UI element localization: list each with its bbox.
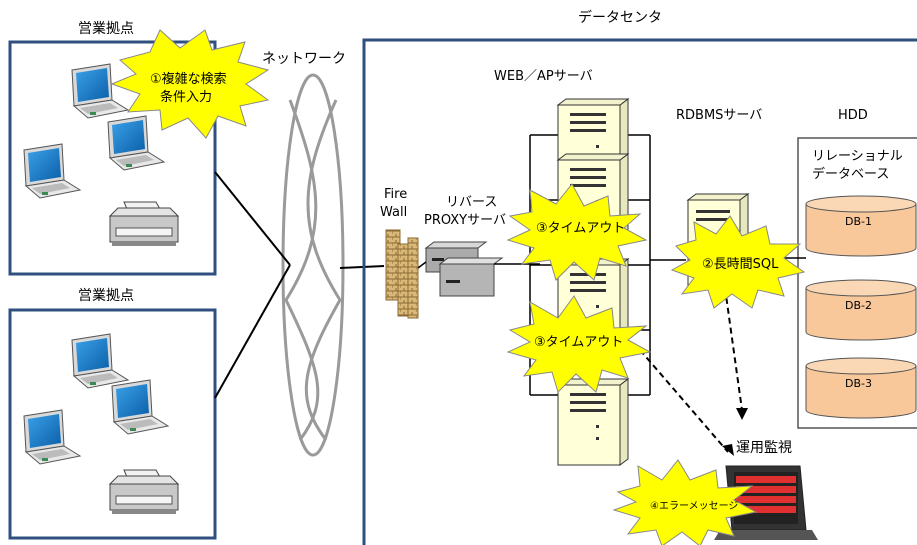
alert-arrows <box>640 288 742 452</box>
network-label: ネットワーク <box>262 51 346 67</box>
printer-icon <box>110 470 178 514</box>
callout-1-text-1: ①複雑な検索 <box>150 71 227 87</box>
arrow-head-icon <box>736 408 748 420</box>
web-ap-label: WEB／APサーバ <box>494 69 593 84</box>
branch-top-label: 営業拠点 <box>78 21 134 37</box>
rdbms-label: RDBMSサーバ <box>676 108 762 123</box>
arrow-head-icon <box>722 444 734 456</box>
callout-2-text: ②長時間SQL <box>702 257 779 272</box>
db1-label: DB-1 <box>845 215 872 228</box>
relational-db-label-1: リレーショナル <box>812 149 903 164</box>
callout-3b-text: ③タイムアウト <box>534 335 623 350</box>
db2-label: DB-2 <box>845 299 872 312</box>
proxy-server-icon <box>426 242 502 296</box>
network-links <box>215 172 384 398</box>
hdd-label: HDD <box>838 108 868 123</box>
branch-bottom-label: 営業拠点 <box>78 288 134 304</box>
callout-4-text: ④エラーメッセージ <box>650 500 738 512</box>
printer-icon <box>110 202 178 246</box>
network-cloud <box>283 75 343 455</box>
datacenter-label: データセンタ <box>578 9 662 26</box>
firewall-icon <box>386 230 418 318</box>
proxy-link <box>418 262 426 268</box>
callout-3a-text: ③タイムアウト <box>536 221 625 236</box>
monitoring-label: 運用監視 <box>736 439 792 456</box>
firewall-label-2: Wall <box>380 205 407 220</box>
firewall-label-1: Fire <box>384 187 407 202</box>
proxy-label-1: リバース <box>446 195 497 210</box>
callout-1-text-2: 条件入力 <box>160 89 212 105</box>
proxy-label-2: PROXYサーバ <box>424 213 506 228</box>
web-server-icon <box>558 379 628 465</box>
relational-db-label-2: データベース <box>812 166 889 182</box>
db3-label: DB-3 <box>845 377 872 390</box>
